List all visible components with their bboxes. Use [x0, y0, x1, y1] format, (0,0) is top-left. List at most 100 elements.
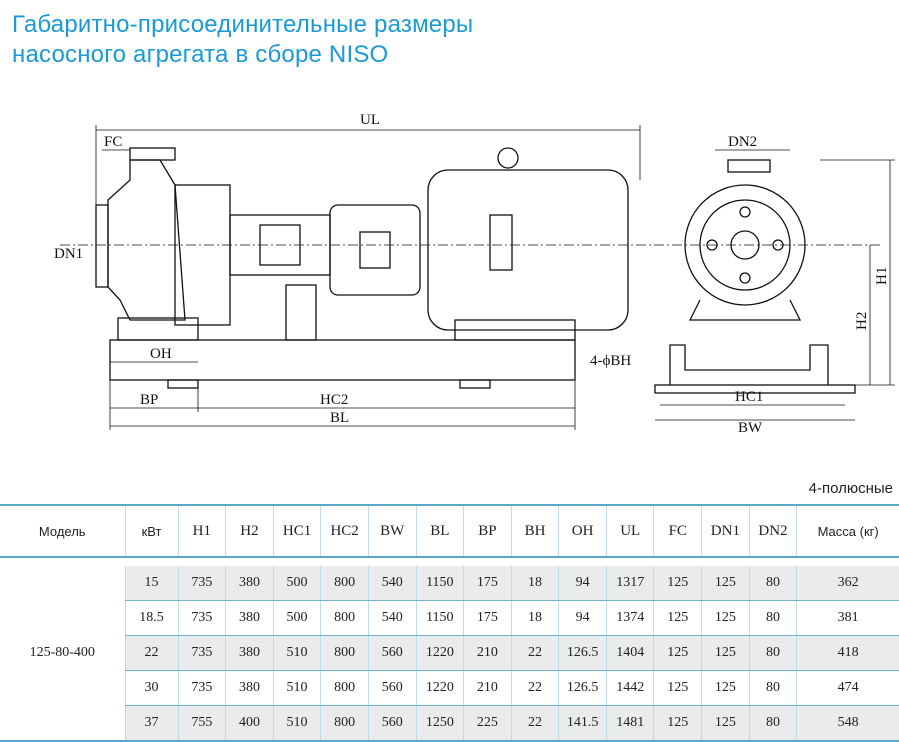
column-header: FC — [653, 504, 702, 558]
column-header: OH — [558, 504, 607, 558]
table-cell: 380 — [225, 635, 274, 671]
table-cell: 800 — [320, 705, 369, 742]
table-cell: 1442 — [605, 670, 654, 706]
table-cell: 175 — [463, 566, 512, 601]
column-header: H2 — [225, 504, 274, 558]
label-dn1: DN1 — [54, 246, 83, 262]
column-header: Модель — [0, 504, 126, 558]
table-cell: 510 — [272, 635, 321, 671]
label-fc: FC — [104, 134, 122, 150]
table-cell: 30 — [124, 670, 179, 706]
table-cell: 125 — [653, 705, 702, 742]
label-h2: H2 — [854, 312, 870, 330]
column-header: BP — [463, 504, 512, 558]
table-cell: 800 — [320, 670, 369, 706]
table-cell: 560 — [367, 635, 417, 671]
table-cell: 800 — [320, 566, 369, 601]
table-cell: 15 — [124, 566, 179, 601]
table-cell: 1404 — [605, 635, 654, 671]
label-hc2: HC2 — [320, 392, 348, 408]
table-cell: 1220 — [415, 670, 464, 706]
column-header: DN1 — [701, 504, 750, 558]
label-bw: BW — [738, 420, 763, 436]
table-cell: 1374 — [605, 600, 654, 636]
table-cell: 175 — [463, 600, 512, 636]
table-cell: 141.5 — [558, 705, 607, 742]
table-cell: 400 — [225, 705, 274, 742]
table-cell: 540 — [367, 600, 417, 636]
dimension-drawing: UL FC DN1 DN2 OH BP HC2 BL 4-ϕBH HC1 BW … — [54, 112, 895, 436]
table-cell: 1150 — [415, 600, 464, 636]
column-header: H1 — [177, 504, 226, 558]
table-cell: 800 — [320, 635, 369, 671]
table-cell: 125 — [653, 600, 702, 636]
column-header: BH — [510, 504, 559, 558]
table-cell: 1317 — [605, 566, 654, 601]
column-header: HC2 — [320, 504, 369, 558]
table-cell: 735 — [177, 635, 226, 671]
table-cell: 1481 — [605, 705, 654, 742]
table-cell: 800 — [320, 600, 369, 636]
label-oh: OH — [150, 346, 172, 362]
column-header: Масса (кг) — [796, 504, 899, 558]
table-cell: 735 — [177, 670, 226, 706]
table-cell: 126.5 — [558, 670, 607, 706]
table-cell: 80 — [748, 566, 797, 601]
table-cell: 380 — [225, 670, 274, 706]
table-cell: 210 — [463, 635, 512, 671]
title-line-1: Габаритно-присоединительные размеры — [12, 11, 474, 38]
column-header: BW — [367, 504, 417, 558]
table-cell: 22 — [124, 635, 179, 671]
table-cell: 500 — [272, 566, 321, 601]
table-cell: 80 — [748, 635, 797, 671]
base-frame — [109, 339, 576, 381]
column-header: BL — [415, 504, 464, 558]
label-bh: 4-ϕBH — [590, 353, 631, 369]
table-cell: 1220 — [415, 635, 464, 671]
table-cell: 500 — [272, 600, 321, 636]
table-cell: 18 — [510, 600, 559, 636]
table-cell: 126.5 — [558, 635, 607, 671]
table-cell: 125 — [701, 600, 750, 636]
column-header: кВт — [124, 504, 179, 558]
table-cell: 540 — [367, 566, 417, 601]
column-header: HC1 — [272, 504, 321, 558]
table-cell: 755 — [177, 705, 226, 742]
table-cell: 125 — [653, 566, 702, 601]
table-cell: 560 — [367, 705, 417, 742]
table-cell: 510 — [272, 705, 321, 742]
table-cell: 510 — [272, 670, 321, 706]
table-cell: 125 — [701, 705, 750, 742]
table-cell: 560 — [367, 670, 417, 706]
table-cell: 125 — [653, 670, 702, 706]
table-cell: 80 — [748, 600, 797, 636]
table-cell: 80 — [748, 705, 797, 742]
table-cell: 548 — [796, 705, 899, 742]
table-cell: 380 — [225, 566, 274, 601]
table-cell: 22 — [510, 635, 559, 671]
table-cell: 80 — [748, 670, 797, 706]
label-h1: H1 — [874, 267, 890, 285]
label-hc1: HC1 — [735, 389, 763, 405]
column-header: DN2 — [748, 504, 797, 558]
table-cell: 1250 — [415, 705, 464, 742]
table-cell: 125 — [701, 566, 750, 601]
table-cell: 418 — [796, 635, 899, 671]
model-cell: 125-80-400 — [0, 566, 126, 742]
table-cell: 94 — [558, 566, 607, 601]
column-header: UL — [605, 504, 654, 558]
table-cell: 1150 — [415, 566, 464, 601]
table-cell: 125 — [653, 635, 702, 671]
table-cell: 210 — [463, 670, 512, 706]
label-bp: BP — [140, 392, 158, 408]
table-cell: 94 — [558, 600, 607, 636]
label-bl: BL — [330, 410, 349, 426]
table-cell: 381 — [796, 600, 899, 636]
table-cell: 18 — [510, 566, 559, 601]
